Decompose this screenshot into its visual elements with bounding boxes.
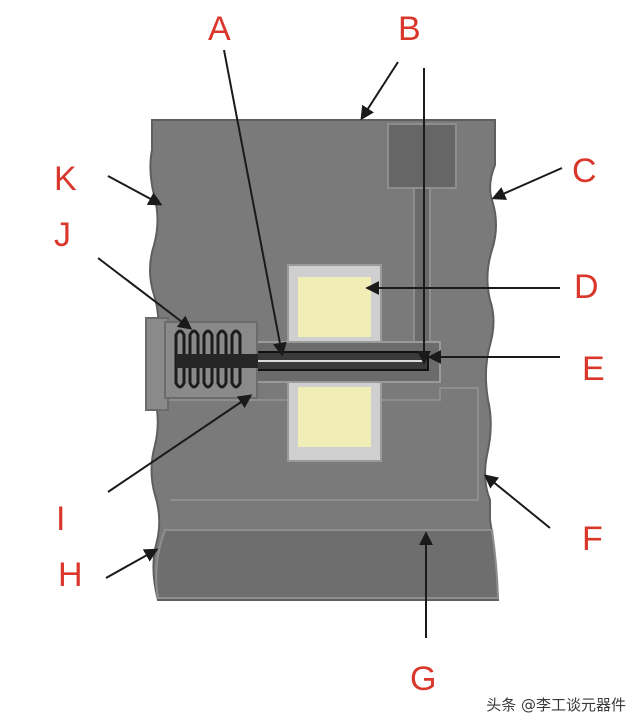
label-j: J [54,216,71,254]
spring-coils [174,329,242,389]
terminal-stem [413,187,431,366]
label-a: A [208,10,231,48]
bottom-base [155,529,500,599]
label-h: H [58,556,83,594]
label-i: I [56,500,65,538]
label-e: E [582,350,605,388]
label-d: D [574,268,599,306]
label-k: K [54,160,77,198]
coil-upper [298,277,371,337]
label-f: F [582,520,603,558]
terminal-block [387,123,457,189]
label-b: B [398,10,421,48]
cavity-outline [165,387,479,501]
label-c: C [572,152,597,190]
watermark: 头条 @李工谈元器件 [486,696,626,714]
label-g: G [410,660,436,698]
spring-rod [176,354,258,368]
coil-lower [298,387,371,447]
leader-lines [97,49,563,638]
